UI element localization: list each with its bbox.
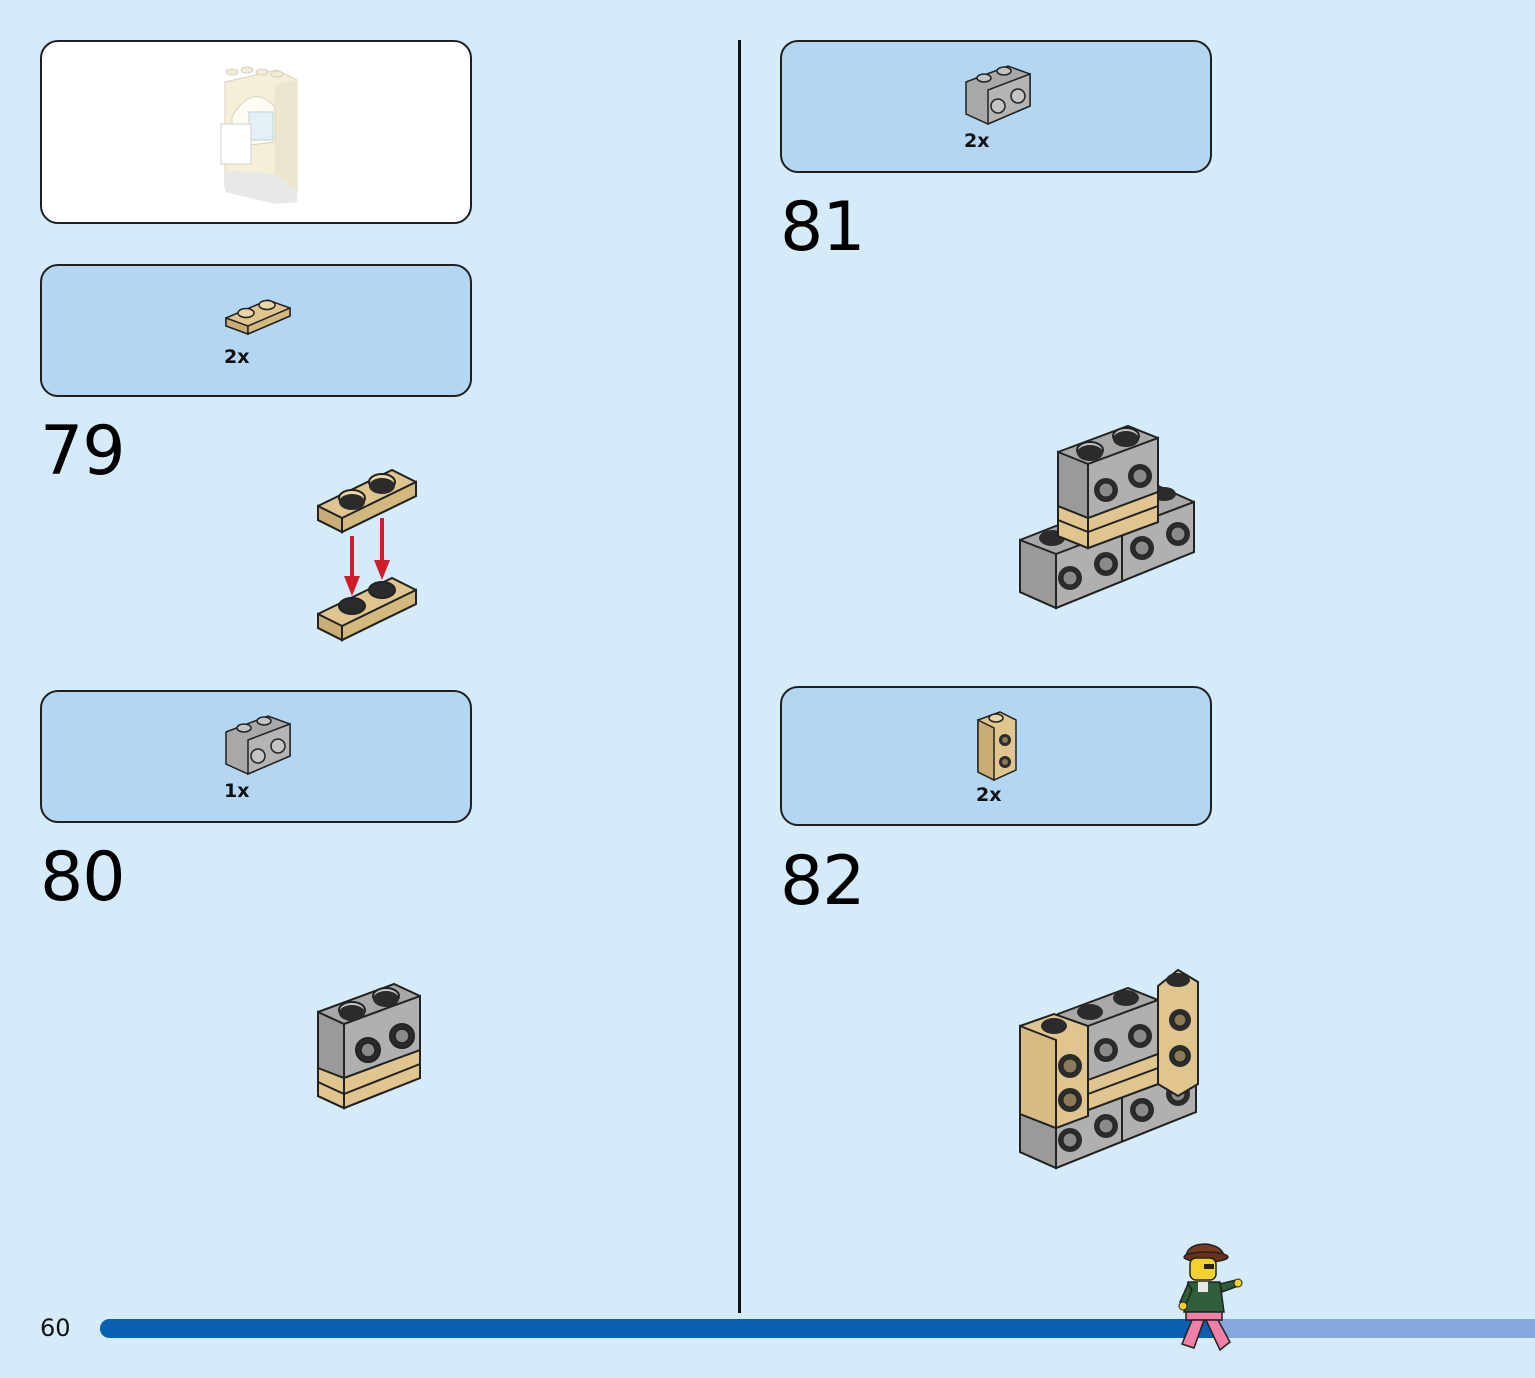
gray-brick-part-icon — [225, 715, 291, 776]
page-number: 60 — [40, 1314, 71, 1342]
step-82-assembly-illustration — [1019, 968, 1199, 1170]
step-79-parts-qty: 2x — [224, 346, 250, 368]
step-79-assembly-illustration — [317, 468, 417, 642]
build-progress-fill — [100, 1319, 1219, 1338]
step-80-assembly-illustration — [317, 982, 421, 1110]
step-81-parts-box: 2x — [780, 40, 1212, 173]
build-progress-bar — [100, 1319, 1535, 1338]
step-80-parts-box: 1x — [40, 690, 472, 823]
tan-plate-part-icon — [225, 299, 291, 336]
submodel-overview-box — [40, 40, 472, 224]
step-82-parts-box: 2x — [780, 686, 1212, 826]
step-81-assembly-illustration — [1019, 424, 1195, 610]
red-arrow-icon — [344, 518, 390, 596]
page-divider — [738, 40, 741, 1313]
step-80-parts-qty: 1x — [224, 780, 250, 802]
tan-brick-part-icon — [977, 711, 1017, 782]
step-82-parts-qty: 2x — [976, 784, 1002, 806]
step-80-number: 80 — [40, 838, 126, 917]
step-82-number: 82 — [780, 842, 866, 921]
step-79-number: 79 — [40, 412, 126, 491]
step-81-parts-qty: 2x — [964, 130, 990, 152]
step-81-number: 81 — [780, 188, 866, 267]
step-79-parts-box: 2x — [40, 264, 472, 397]
minifigure-icon — [1178, 1243, 1243, 1352]
overview-model-icon — [220, 66, 298, 204]
gray-brick-part-icon — [965, 65, 1031, 126]
